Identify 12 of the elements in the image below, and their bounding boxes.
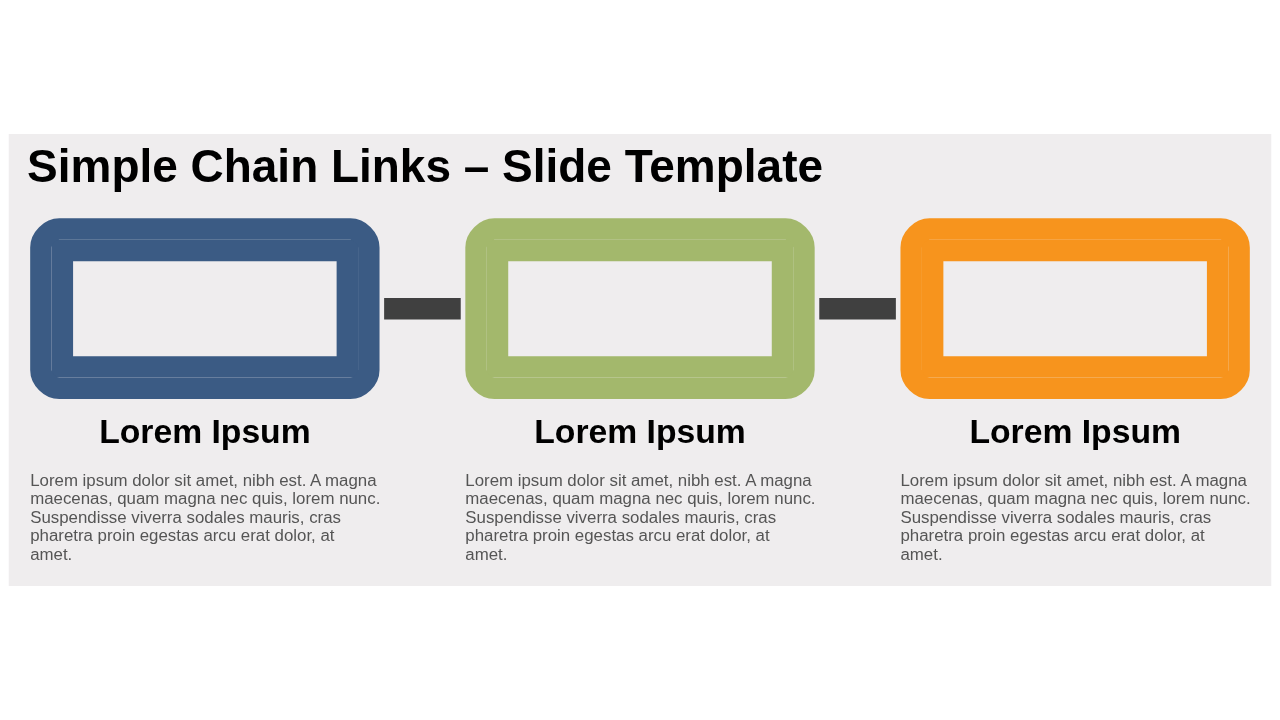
node-label: Lorem Ipsum <box>969 411 1181 450</box>
node-label: Lorem ipsum dolor sit amet, nibh est. A magna maecenas, quam magna nec quis, lorem nunc. Suspendisse viverra sodales mauris, cras pharetra proin egestas arcu erat dolor, at amet. <box>900 471 1251 564</box>
node-label: Lorem ipsum dolor sit amet, nibh est. A magna maecenas, quam magna nec quis, lorem nunc. Suspendisse viverra sodales mauris, cras pharetra proin egestas arcu erat dolor, at amet. <box>465 471 816 564</box>
node-box <box>30 218 380 400</box>
node-box <box>900 218 1250 400</box>
node-label: Lorem Ipsum <box>534 411 746 450</box>
diagram-title: Simple Chain Links – Slide Template <box>27 139 824 192</box>
connector <box>384 297 461 320</box>
node-label: Lorem Ipsum <box>99 411 311 450</box>
connector <box>819 297 896 320</box>
node-label: Lorem ipsum dolor sit amet, nibh est. A magna maecenas, quam magna nec quis, lorem nunc. Suspendisse viverra sodales mauris, cras pharetra proin egestas arcu erat dolor, at amet. <box>30 471 381 564</box>
node-box <box>465 218 815 400</box>
